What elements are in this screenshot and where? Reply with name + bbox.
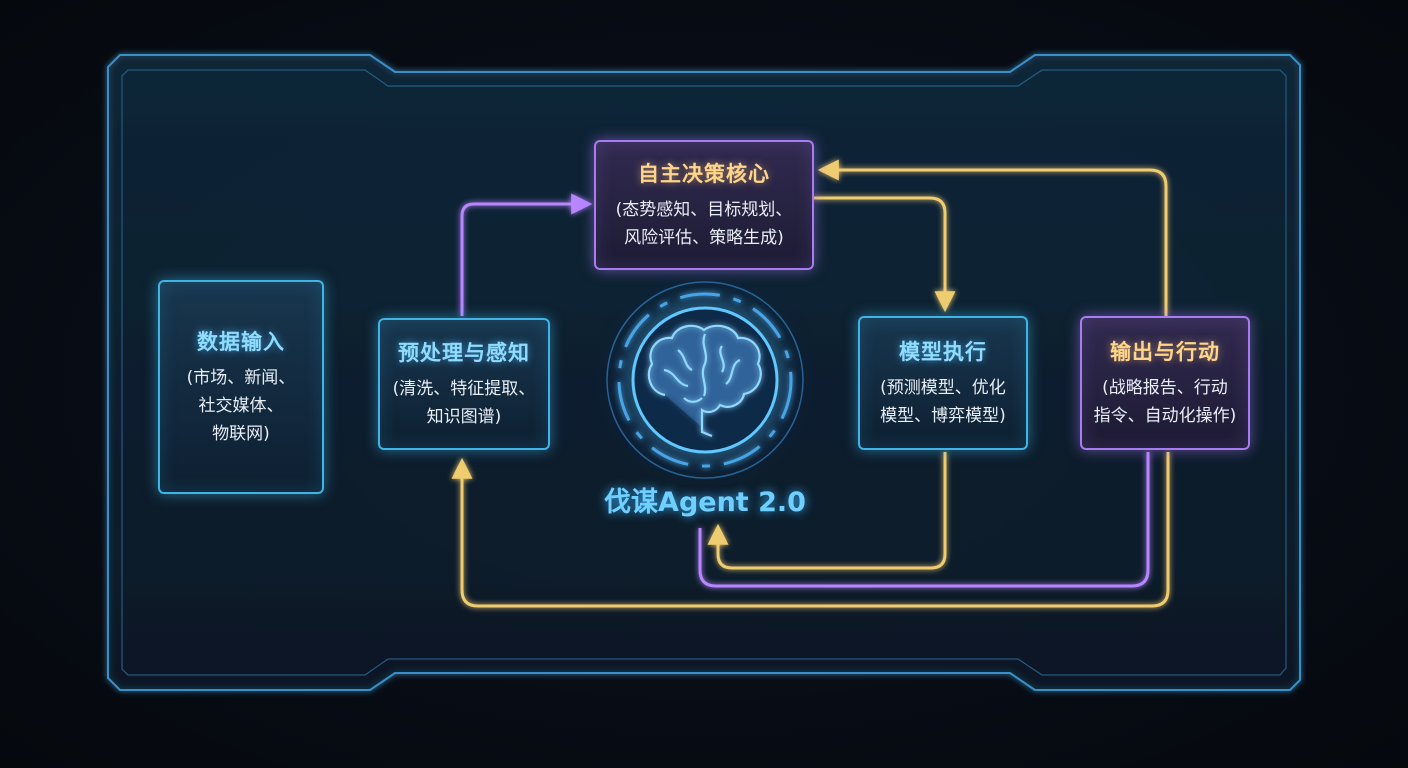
arrow-preprocess-to-decision [460,193,593,316]
arrow-output-to-preprocess [451,452,1170,608]
node-title: 输出与行动 [1110,340,1220,364]
node-description: (预测模型、优化 模型、博弈模型) [880,374,1006,430]
desc-line: (预测模型、优化 [880,378,1006,398]
node-title: 预处理与感知 [398,341,530,365]
arrow-output-to-core-purple [698,452,1150,588]
desc-line: 风险评估、策略生成) [624,228,784,248]
desc-line: 物联网) [212,424,270,444]
node-title: 模型执行 [899,340,987,364]
arrow-output-to-decision [817,159,1168,316]
desc-line: (清洗、特征提取、 [392,379,536,399]
desc-line: (战略报告、行动 [1102,378,1228,398]
node-title: 数据输入 [197,330,285,354]
desc-line: (市场、新闻、 [186,368,296,388]
desc-line: 知识图谱) [426,407,502,427]
node-description: (态势感知、目标规划、 风险评估、策略生成) [616,196,793,252]
core-ring-dashed [617,292,793,468]
node-output-action: 输出与行动 (战略报告、行动 指令、自动化操作) [1080,316,1250,450]
arrow-model-to-core [707,452,947,570]
node-description: (市场、新闻、 社交媒体、 物联网) [187,364,296,448]
node-description: (战略报告、行动 指令、自动化操作) [1094,374,1237,430]
node-model-exec: 模型执行 (预测模型、优化 模型、博弈模型) [858,316,1028,450]
node-title: 自主决策核心 [638,162,770,186]
node-preprocess: 预处理与感知 (清洗、特征提取、 知识图谱) [378,318,550,450]
node-decision-core: 自主决策核心 (态势感知、目标规划、 风险评估、策略生成) [594,140,814,270]
inner-frame [121,69,1287,676]
desc-line: (态势感知、目标规划、 [615,200,793,220]
node-data-input: 数据输入 (市场、新闻、 社交媒体、 物联网) [158,280,324,494]
node-description: (清洗、特征提取、 知识图谱) [393,375,536,431]
brain-icon [647,324,762,438]
desc-line: 社交媒体、 [198,396,284,416]
core-agent-label: 伐谋Agent 2.0 [604,487,806,518]
desc-line: 模型、博弈模型) [880,406,1006,426]
desc-line: 指令、自动化操作) [1093,406,1237,426]
arrow-decision-to-model [814,196,956,313]
core-ring-outer [606,281,804,479]
